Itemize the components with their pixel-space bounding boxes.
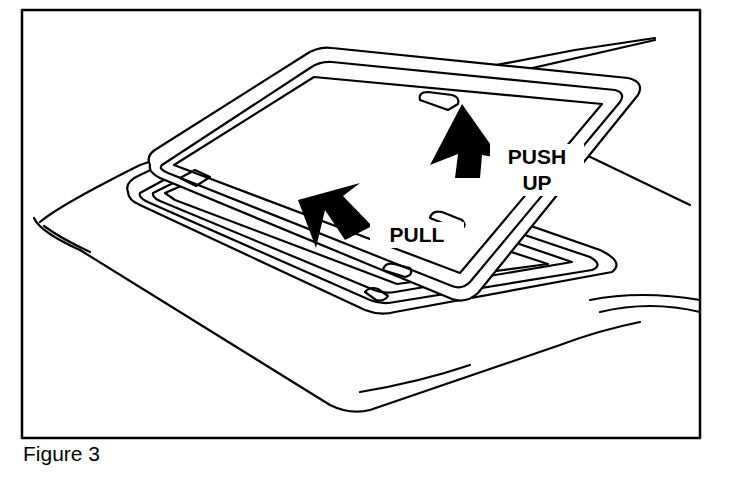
latch-tab	[420, 92, 459, 110]
roof-line	[580, 152, 690, 205]
push-up-label: PUSH UP	[490, 144, 584, 196]
pull-arrow	[298, 183, 372, 248]
figure-caption: Figure 3	[23, 442, 100, 466]
latch-tab	[180, 170, 210, 186]
latch-tab	[365, 288, 388, 301]
sunroof-panel	[161, 62, 622, 287]
figure-frame	[22, 10, 700, 438]
sunroof-panel	[174, 77, 602, 273]
roof-line	[600, 306, 700, 312]
roof-line	[590, 295, 700, 300]
pull-label: PULL	[370, 222, 464, 248]
roof-edge	[44, 226, 90, 252]
roof-line	[360, 365, 470, 392]
latch-tab	[383, 264, 411, 277]
sunroof-panel	[149, 48, 640, 301]
